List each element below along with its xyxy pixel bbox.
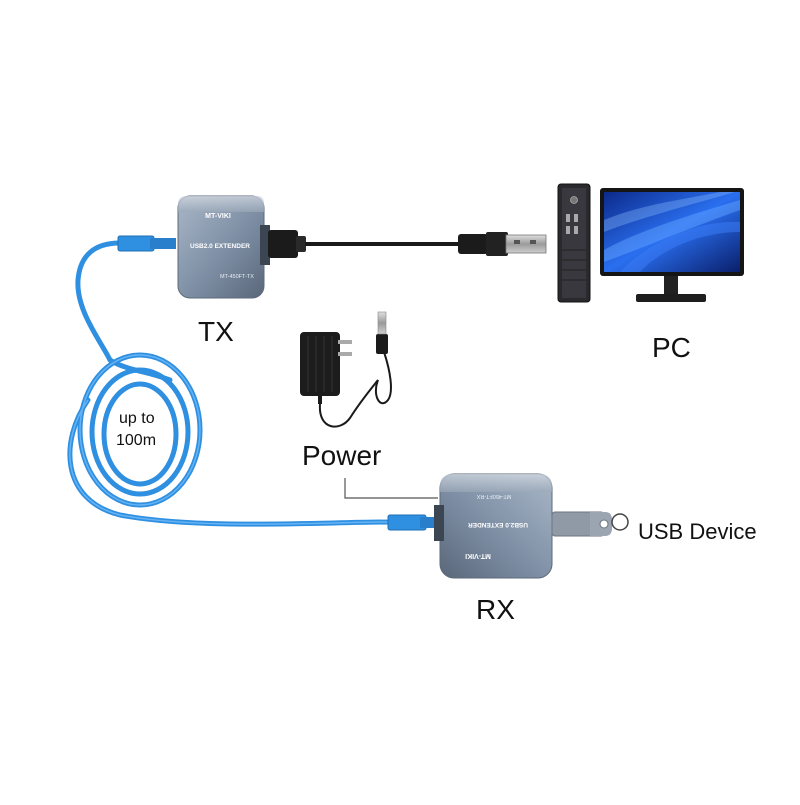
rx-extender-box xyxy=(434,473,553,579)
rx-model: MT-450FT-RX xyxy=(476,493,511,499)
power-adapter xyxy=(300,311,392,428)
usb-flash-drive xyxy=(551,511,629,537)
rx-brand: MT-VIKI xyxy=(465,552,491,559)
power-pointer-line xyxy=(344,478,438,499)
rx-rj45-plug xyxy=(387,514,442,531)
rx-label: RX xyxy=(476,594,515,625)
tx-extender-box xyxy=(177,195,270,299)
power-label: Power xyxy=(302,440,382,471)
usb-device-label: USB Device xyxy=(638,519,757,544)
usb-cable xyxy=(268,230,547,258)
pc-tower xyxy=(557,183,591,303)
pc-label: PC xyxy=(652,332,691,363)
tx-rj45-plug xyxy=(117,235,176,252)
rx-title: USB2.0 EXTENDER xyxy=(468,521,528,528)
cable-highlight xyxy=(69,354,393,525)
tx-brand: MT-VIKI xyxy=(205,213,231,220)
pc-monitor xyxy=(600,188,744,302)
tx-model: MT-450FT-TX xyxy=(220,274,254,280)
distance-label-line2: 100m xyxy=(116,432,157,449)
distance-label-line1: up to xyxy=(119,410,155,427)
tx-label: TX xyxy=(198,316,234,347)
tx-title: USB2.0 EXTENDER xyxy=(190,243,250,250)
